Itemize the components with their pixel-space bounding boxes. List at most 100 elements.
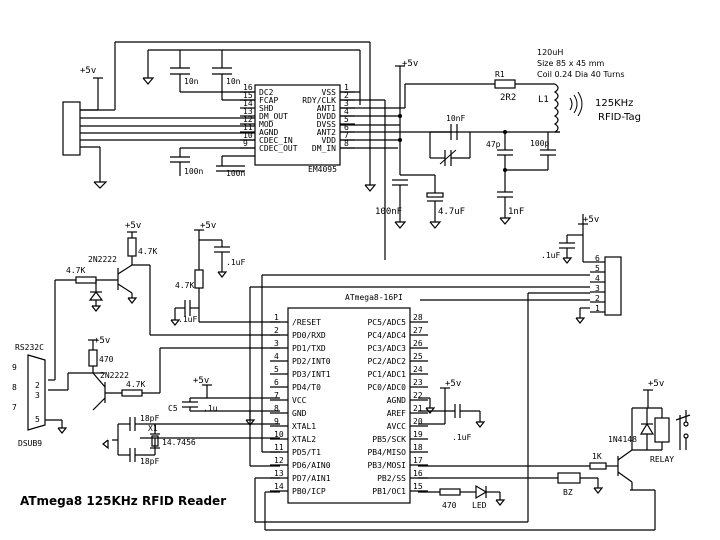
dsub9-label: DSUB9 xyxy=(18,439,42,448)
atmega8-left-pin-name: PD6/AIN0 xyxy=(292,461,331,470)
atmega8-left-pin-num: 10 xyxy=(274,430,284,439)
atmega8-right-pin-name: PB4/MISO xyxy=(367,448,406,457)
atmega8-right-pin-name: AGND xyxy=(387,396,406,405)
atmega8-left-pin-num: 9 xyxy=(274,417,279,426)
cap-100n-a: 100n xyxy=(184,167,203,176)
atmega8-left-pin-num: 5 xyxy=(274,365,279,374)
dsub9-pin-num: 5 xyxy=(35,415,40,424)
em4095-left-pin-name: AGND xyxy=(259,128,278,137)
atmega8-right-pin-name: AVCC xyxy=(387,422,406,431)
em4095-left-pin-num: 11 xyxy=(243,123,253,132)
atmega8-chip xyxy=(287,307,411,504)
em4095-left-pin-num: 14 xyxy=(243,99,253,108)
em4095-left-pin-name: FCAP xyxy=(259,96,278,105)
r-1k: 1K xyxy=(592,452,602,461)
em4095-left-pin-num: 13 xyxy=(243,107,253,116)
led xyxy=(475,484,488,500)
relay-label: RELAY xyxy=(650,455,674,464)
em4095-left-pin-num: 10 xyxy=(243,131,253,140)
cap-01uf-conn: .1uF xyxy=(541,251,560,260)
resistor-r1 xyxy=(494,79,516,89)
em4095-left-pin-name: DM_OUT xyxy=(259,112,288,121)
r-4k7-c: 4.7K xyxy=(175,281,194,290)
atmega8-left-pin-num: 12 xyxy=(274,456,284,465)
em4095-left-pin-name: DC2 xyxy=(259,88,274,97)
ground-symbol xyxy=(93,181,108,189)
dsub9-pin-num: 9 xyxy=(12,363,17,372)
em4095-right-pin-name: DM_IN xyxy=(312,144,336,153)
em4095-right-pin-num: 3 xyxy=(344,99,349,108)
atmega8-left-pin-num: 7 xyxy=(274,391,279,400)
cap-47p: 47p xyxy=(486,140,501,149)
atmega8-right-pin-name: PB5/SCK xyxy=(372,435,406,444)
r1-value: 2R2 xyxy=(500,93,516,103)
relay-coil xyxy=(654,417,670,443)
resistor-q2-pullup xyxy=(88,349,98,367)
led-label: LED xyxy=(472,501,487,510)
isp-header-pin-num: 6 xyxy=(595,254,600,263)
em4095-left-pin-name: CDEC_OUT xyxy=(259,144,298,153)
atmega8-left-pin-name: XTAL1 xyxy=(292,422,316,431)
coil-spec-3: Coil 0.24 Dia 40 Turns xyxy=(537,70,625,79)
cap-01uf-reset: .1uF xyxy=(226,258,245,267)
q2-label: 2N2222 xyxy=(100,371,129,380)
resistor-q1-pullup xyxy=(127,237,137,257)
em4095-right-pin-name: DVDD xyxy=(317,112,336,121)
atmega8-right-pin-name: PC2/ADC2 xyxy=(367,357,406,366)
diode-label: 1N4148 xyxy=(608,435,637,444)
vcc-label-reset: +5v xyxy=(200,221,216,231)
vcc-label-top: +5v xyxy=(402,59,418,69)
isp-header-connector xyxy=(604,256,622,316)
resistor-reset xyxy=(194,269,204,289)
em4095-left-pins: 16DC215FCAP14SHD13DM_OUT12MOD11AGND10CDE… xyxy=(240,83,298,153)
isp-header-pin-num: 4 xyxy=(595,274,600,283)
cap-100nf: 100nF xyxy=(375,207,402,217)
atmega8-right-pin-name: PB2/SS xyxy=(377,474,406,483)
vcc-label-q1: +5v xyxy=(125,221,141,231)
atmega8-right-pin-num: 26 xyxy=(413,339,423,348)
cap-10nf: 10nF xyxy=(446,114,465,123)
c5-label: C5 xyxy=(168,404,178,413)
cap-10n-a: 10n xyxy=(184,77,199,86)
em4095-right-pin-name: ANT1 xyxy=(317,104,336,113)
em4095-left-pin-num: 15 xyxy=(243,91,253,100)
diode-1n4148 xyxy=(639,422,655,435)
resistor-led xyxy=(439,488,461,496)
dsub9-connector xyxy=(27,354,46,431)
isp-header-pin-num: 3 xyxy=(595,284,600,293)
dsub9-pin-num: 8 xyxy=(12,383,17,392)
atmega8-right-pin-num: 19 xyxy=(413,430,423,439)
atmega8-right-pin-num: 22 xyxy=(413,391,423,400)
r1-label: R1 xyxy=(495,70,505,79)
em4095-right-pin-name: ANT2 xyxy=(317,128,336,137)
em4095-right-pin-num: 5 xyxy=(344,115,349,124)
atmega8-left-pin-name: /RESET xyxy=(292,318,321,327)
led-resistor-label: 470 xyxy=(442,501,457,510)
atmega8-left-pin-num: 3 xyxy=(274,339,279,348)
atmega8-right-pin-name: PC4/ADC4 xyxy=(367,331,406,340)
schematic-title: ATmega8 125KHz RFID Reader xyxy=(20,494,226,508)
atmega8-left-pin-num: 8 xyxy=(274,404,279,413)
em4095-left-pin-name: MOD xyxy=(259,120,274,129)
isp-header-pin-num: 5 xyxy=(595,264,600,273)
antenna-coil-l1 xyxy=(553,83,559,133)
atmega8-left-pin-num: 11 xyxy=(274,443,284,452)
dsub9-pin-num: 2 xyxy=(35,381,40,390)
atmega8-right-pin-num: 17 xyxy=(413,456,423,465)
resistor-1k xyxy=(589,462,607,470)
atmega8-right-pin-num: 24 xyxy=(413,365,423,374)
vcc-label-c5: +5v xyxy=(193,376,209,386)
atmega8-left-pin-name: PD1/TXD xyxy=(292,344,326,353)
cap-01uf-avcc: .1uF xyxy=(452,433,471,442)
cap-10n-b: 10n xyxy=(226,77,241,86)
dsub9-pin-num: 3 xyxy=(35,391,40,400)
r-4k7-a: 4.7K xyxy=(138,247,157,256)
em4095-right-pin-name: VDD xyxy=(322,136,337,145)
em4095-right-pin-name: RDY/CLK xyxy=(302,96,336,105)
atmega8-left-pin-name: PD5/T1 xyxy=(292,448,321,457)
cap-01uf-rc: .1uF xyxy=(178,315,197,324)
em4095-right-pin-num: 7 xyxy=(344,131,349,140)
atmega8-left-pin-num: 2 xyxy=(274,326,279,335)
